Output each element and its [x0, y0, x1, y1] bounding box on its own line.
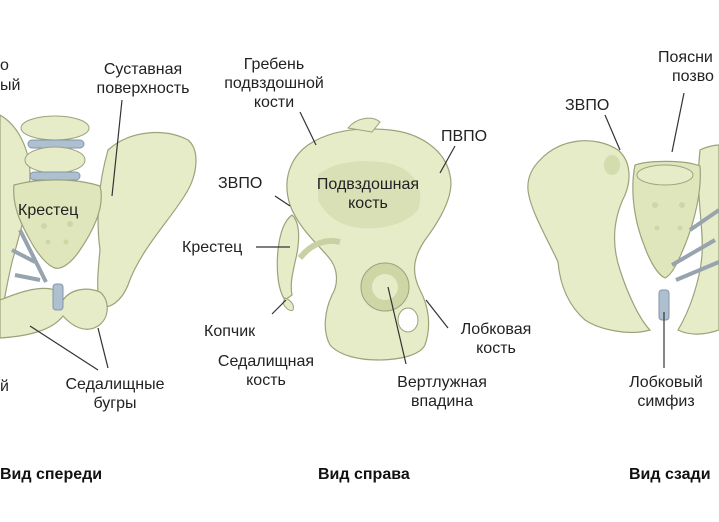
- label-pvpo: ПВПО: [441, 128, 488, 145]
- front-view-figure: [0, 114, 197, 339]
- leader-pubic: [425, 299, 449, 329]
- side-view-title: Вид справа: [318, 466, 410, 483]
- side-view-figure: [276, 117, 452, 361]
- back-left-ilium: [527, 140, 652, 333]
- leader-iliac-crest: [299, 111, 317, 146]
- front-label-cut-2: ый: [0, 77, 21, 94]
- front-l5-body: [24, 146, 86, 174]
- leader-lumbar: [671, 92, 685, 153]
- front-disc-lower: [29, 171, 81, 181]
- front-view-title: Вид спереди: [0, 466, 103, 483]
- front-right-ilium: [97, 131, 197, 308]
- front-sacrum: [13, 179, 102, 269]
- front-l5-vertebra: [20, 115, 90, 141]
- back-ligaments: [670, 208, 719, 282]
- label-sacrum-side: Крестец: [182, 239, 243, 256]
- leader-coccyx: [271, 299, 287, 315]
- leader-ischial-2: [97, 327, 109, 369]
- front-label-cut-3: й: [0, 378, 9, 395]
- back-right-ilium: [677, 144, 719, 335]
- back-view-title: Вид сзади: [629, 466, 711, 483]
- side-sacrum-ligament: [297, 237, 341, 260]
- back-l5-vertebra: [636, 164, 694, 186]
- leader-ischial-1: [29, 325, 99, 371]
- back-view-figure: [527, 140, 719, 335]
- label-sacrum-front: Крестец: [18, 202, 79, 219]
- side-obturator-foramen: [397, 307, 419, 333]
- leader-joint-surface: [111, 99, 123, 197]
- label-zvpo-back: ЗВПО: [565, 97, 610, 114]
- leader-zvpo-back: [604, 114, 621, 151]
- side-coccyx: [282, 297, 294, 311]
- side-sacrum-top: [347, 117, 381, 133]
- label-zvpo-side: ЗВПО: [218, 175, 263, 192]
- leader-pvpo: [439, 145, 456, 174]
- leader-lines: [29, 92, 685, 371]
- leader-acetabulum: [387, 286, 407, 365]
- side-ilium-shade: [318, 161, 421, 229]
- front-symphysis: [52, 283, 64, 311]
- leader-zvpo-side: [274, 195, 291, 207]
- label-coccyx: Копчик: [204, 323, 256, 340]
- front-label-cut-1: о: [0, 57, 9, 74]
- side-sacrum: [276, 214, 300, 301]
- front-ligaments: [11, 229, 48, 283]
